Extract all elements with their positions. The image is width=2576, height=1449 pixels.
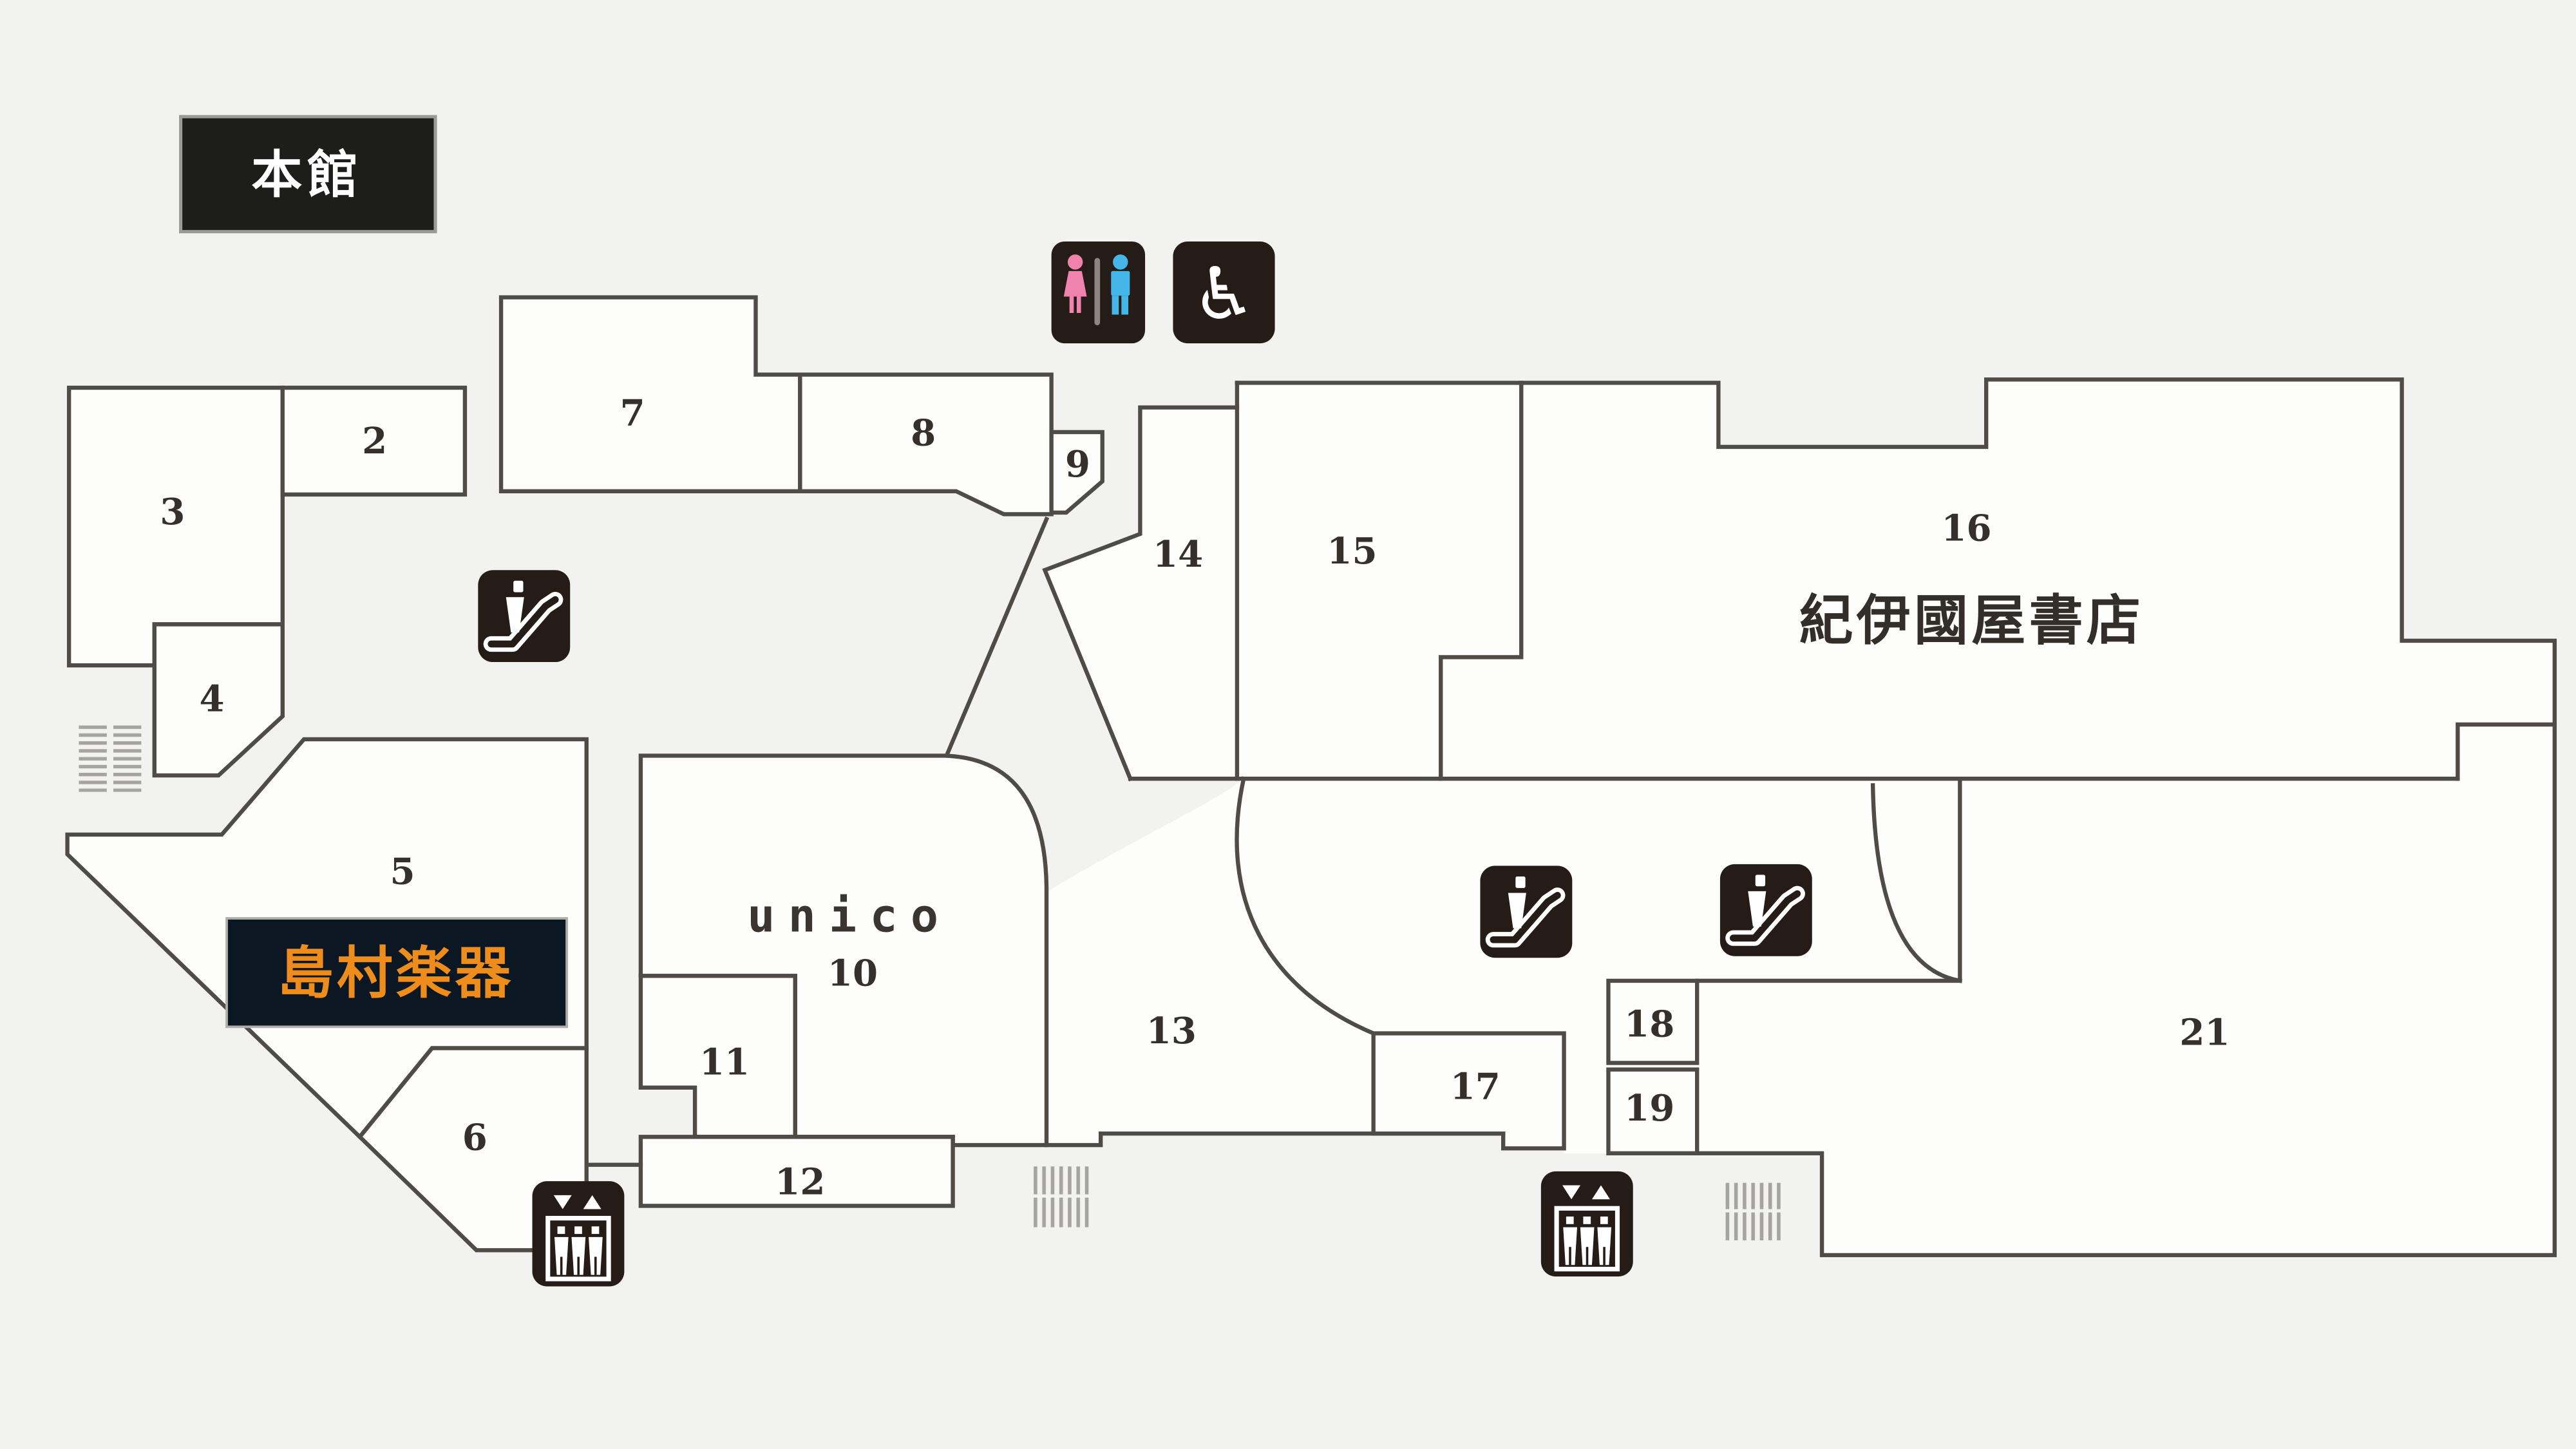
wheelchair-glyph: ♿ xyxy=(1191,252,1256,336)
room-7-label: 7 xyxy=(620,392,645,435)
corridor-diagonal-wall xyxy=(945,516,1050,755)
shimamura-sign-text: 島村楽器 xyxy=(278,942,514,1005)
stairs-group xyxy=(79,723,1785,1241)
room-19 xyxy=(1606,1067,1700,1156)
room-3-label: 3 xyxy=(160,491,185,533)
building-label-box xyxy=(179,115,437,234)
room-19-label: 19 xyxy=(1624,1087,1674,1130)
room-16-label: 16 xyxy=(1942,507,1992,549)
shimamura-sign: 島村楽器 xyxy=(225,917,569,1028)
floor-fills xyxy=(1045,379,2555,1255)
escalator-icon-right xyxy=(1720,864,1812,956)
room-18 xyxy=(1606,978,1700,1065)
building-label: 本館 xyxy=(179,115,437,234)
room-number-labels: 2 3 4 5 6 7 8 9 10 11 12 13 14 15 16 17 … xyxy=(160,392,2230,1204)
building-label-text: 本館 xyxy=(251,146,363,203)
facility-icons: ♿ xyxy=(478,242,1812,1286)
room-4 xyxy=(152,622,285,778)
room-2-label: 2 xyxy=(362,420,387,462)
escalator-icon-left xyxy=(478,570,570,662)
stairs-middle xyxy=(1030,1166,1091,1227)
walls xyxy=(584,377,2557,1258)
room-21-left-wall xyxy=(1695,776,1962,983)
room-21-label: 21 xyxy=(2179,1011,2230,1054)
wall-15-16-divider xyxy=(1439,381,1524,781)
room-15-label: 15 xyxy=(1327,530,1377,573)
room-9 xyxy=(1049,430,1104,515)
room-8-label: 8 xyxy=(911,412,936,454)
room-17-label: 17 xyxy=(1450,1066,1501,1108)
elevator-icon-right xyxy=(1541,1171,1633,1276)
restroom-female-figure xyxy=(1063,254,1087,313)
corridor-curve-13 xyxy=(1235,776,1376,1036)
restroom-male-figure xyxy=(1111,254,1130,315)
room-13-fill xyxy=(1046,779,1374,1146)
room-6 xyxy=(357,1046,589,1253)
room-21-notch-wall xyxy=(2456,722,2557,781)
room-10-label: 10 xyxy=(828,952,878,995)
restroom-icon xyxy=(1051,242,1146,344)
shimamura-sign-box xyxy=(225,917,569,1028)
room-5-label: 5 xyxy=(390,850,415,893)
room-12-label: 12 xyxy=(775,1161,825,1204)
room-13-label: 13 xyxy=(1146,1010,1197,1052)
corridor-curve-16 xyxy=(1870,783,1963,983)
room-6-label: 6 xyxy=(462,1117,488,1159)
room-2 xyxy=(280,385,468,497)
room-12 xyxy=(638,1135,955,1208)
room-7 xyxy=(498,295,802,493)
room-11-label: 11 xyxy=(699,1041,750,1083)
elevator-icon-left xyxy=(533,1181,625,1286)
wheelchair-icon: ♿ xyxy=(1173,242,1275,344)
room-9-label: 9 xyxy=(1065,443,1090,486)
room-4-label: 4 xyxy=(200,678,225,721)
stairs-right xyxy=(1723,1182,1785,1241)
room-14-label: 14 xyxy=(1153,533,1203,576)
stairs-left xyxy=(79,723,142,792)
kinokuniya-store-label: 紀伊國屋書店 xyxy=(1799,590,2144,650)
unico-store-label: unico xyxy=(747,889,951,942)
right-wing-outer-wall xyxy=(1235,377,2557,1258)
room-8 xyxy=(798,372,1054,516)
room-18-label: 18 xyxy=(1624,1003,1674,1046)
room-14-left-wall xyxy=(1042,405,1240,782)
corridor-bottom-wall xyxy=(1044,1132,1506,1148)
restroom-divider xyxy=(1094,258,1101,326)
escalator-icon-center xyxy=(1480,866,1572,958)
